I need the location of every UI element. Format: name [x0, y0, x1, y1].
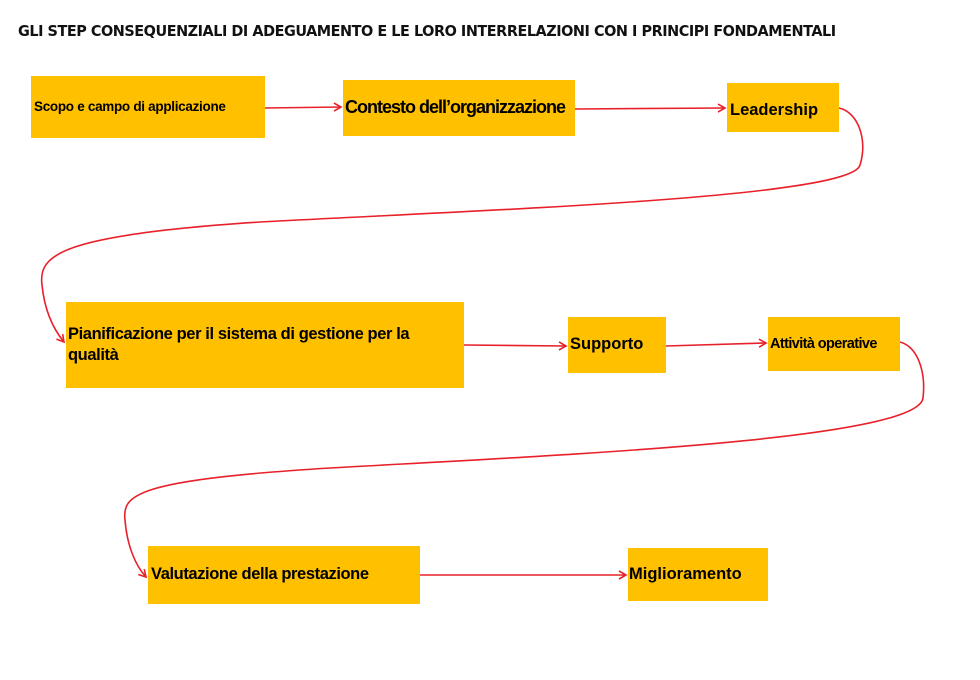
connector-support-to-operations	[665, 338, 768, 348]
step-support-label: Supporto	[570, 335, 644, 354]
connector-context-to-leadership	[574, 103, 727, 113]
connector-scope-to-context	[264, 102, 343, 112]
step-leadership-label: Leadership	[730, 101, 819, 119]
connector-leadership-to-planning	[40, 107, 864, 344]
step-operations-box: Attività operative	[768, 317, 900, 371]
step-leadership-box: Leadership	[727, 83, 839, 132]
connector-planning-to-support	[463, 341, 568, 351]
step-planning-label: Pianificazione per il sistema di gestion…	[68, 325, 410, 365]
step-operations-label: Attività operative	[770, 336, 877, 352]
step-support-box: Supporto	[568, 317, 666, 373]
step-scope-box: Scopo e campo di applicazione	[31, 76, 265, 138]
step-planning-box: Pianificazione per il sistema di gestion…	[66, 302, 464, 388]
page-title: GLI STEP CONSEQUENZIALI DI ADEGUAMENTO E…	[18, 22, 836, 40]
step-scope-label: Scopo e campo di applicazione	[34, 99, 226, 115]
step-context-label: Contesto dell’organizzazione	[345, 97, 566, 118]
step-improvement-label: Miglioramento	[629, 564, 742, 583]
step-improvement-box: Miglioramento	[628, 548, 768, 601]
step-context-box: Contesto dell’organizzazione	[343, 80, 575, 136]
step-evaluation-label: Valutazione della prestazione	[151, 565, 369, 584]
connector-operations-to-evaluation	[123, 341, 925, 579]
step-evaluation-box: Valutazione della prestazione	[148, 546, 420, 604]
